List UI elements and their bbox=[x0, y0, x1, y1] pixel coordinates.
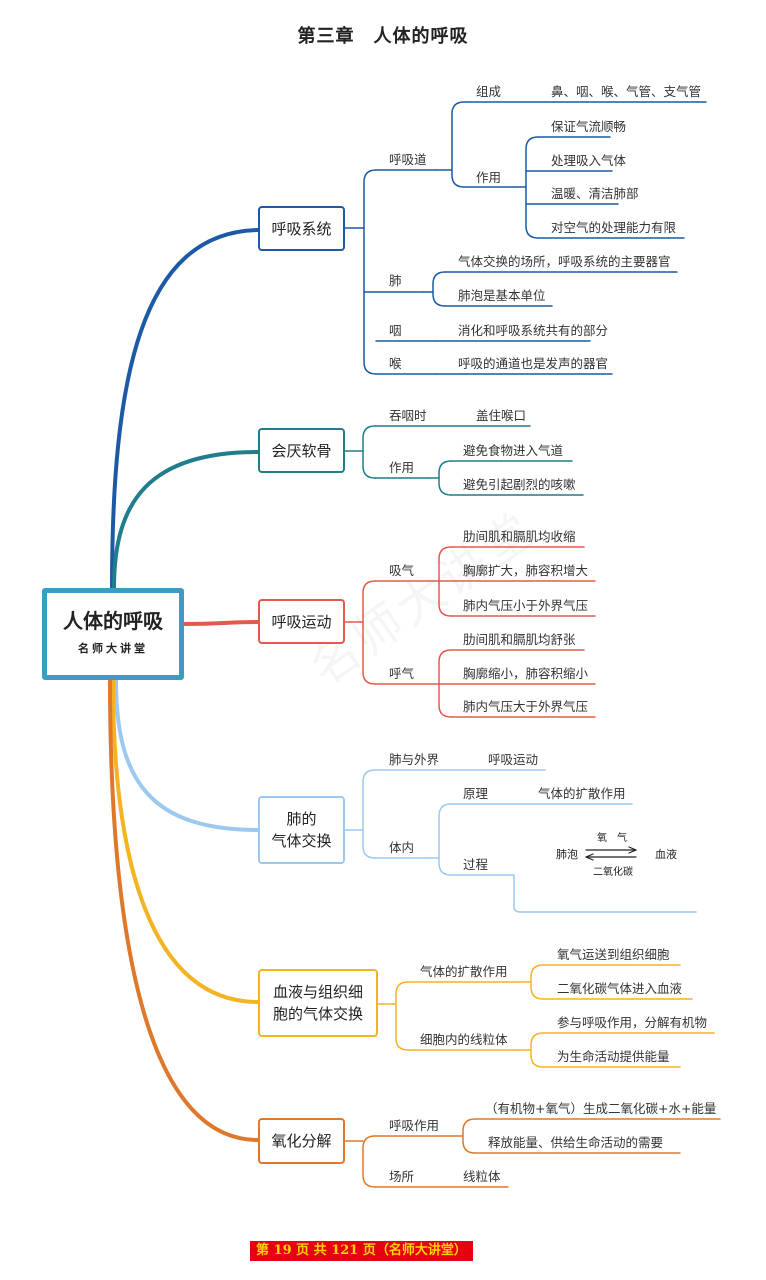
branch-curve-oxidation bbox=[108, 678, 260, 1142]
label-airway: 呼吸道 bbox=[389, 152, 427, 167]
node-oxidation: 氧化分解 bbox=[258, 1118, 345, 1164]
text-lung-1: 气体交换的场所，呼吸系统的主要器官 bbox=[458, 254, 671, 269]
text-inhale-3: 肺内气压小于外界气压 bbox=[463, 598, 589, 613]
label-pharynx: 咽 bbox=[389, 323, 402, 338]
label-inhale: 吸气 bbox=[389, 563, 415, 578]
node-lung-gas-exchange-line2: 气体交换 bbox=[271, 832, 332, 850]
label-lung: 肺 bbox=[389, 273, 402, 288]
branch-curve-blood-tissue-exchange bbox=[111, 678, 260, 1004]
label-principle: 原理 bbox=[463, 786, 489, 801]
text-exhale-1: 肋间肌和膈肌均舒张 bbox=[463, 632, 576, 647]
node-respiratory-system-label: 呼吸系统 bbox=[271, 219, 332, 238]
label-internal: 体内 bbox=[389, 840, 415, 855]
central-topic: 人体的呼吸 名师大讲堂 bbox=[42, 588, 184, 680]
node-epiglottis: 会厌软骨 bbox=[258, 428, 345, 473]
label-location: 场所 bbox=[389, 1169, 415, 1184]
text-location: 线粒体 bbox=[463, 1169, 501, 1184]
label-lung-external: 肺与外界 bbox=[389, 752, 440, 767]
text-airway-function-4: 对空气的处理能力有限 bbox=[551, 220, 677, 235]
text-lung-external: 呼吸运动 bbox=[488, 752, 539, 767]
label-process: 过程 bbox=[463, 857, 489, 872]
branch-curve-epiglottis bbox=[112, 450, 260, 590]
node-lung-gas-exchange: 肺的 气体交换 bbox=[258, 796, 345, 864]
text-swallow: 盖住喉口 bbox=[476, 408, 527, 423]
node-blood-tissue-exchange-line1: 血液与组织细 bbox=[272, 983, 363, 1001]
node-blood-tissue-exchange: 血液与组织细 胞的气体交换 bbox=[258, 969, 378, 1037]
node-epiglottis-label: 会厌软骨 bbox=[271, 441, 332, 460]
label-respiration: 呼吸作用 bbox=[389, 1118, 440, 1133]
text-lung-2: 肺泡是基本单位 bbox=[458, 288, 546, 303]
node-respiratory-system: 呼吸系统 bbox=[258, 206, 345, 251]
text-inhale-2: 胸廓扩大，肺容积增大 bbox=[463, 563, 589, 578]
node-breathing-movement: 呼吸运动 bbox=[258, 599, 345, 644]
text-principle: 气体的扩散作用 bbox=[538, 786, 626, 801]
branch-curve-lung-gas-exchange bbox=[114, 678, 260, 832]
label-epiglottis-function: 作用 bbox=[389, 460, 415, 475]
page-footer: 第 19 页 共 121 页（名师大讲堂） bbox=[250, 1241, 473, 1261]
figure-co2-label: 二氧化碳 bbox=[593, 867, 633, 878]
text-epiglottis-function-1: 避免食物进入气道 bbox=[463, 443, 564, 458]
text-airway-function-2: 处理吸入气体 bbox=[551, 153, 627, 168]
text-airway-function-1: 保证气流顺畅 bbox=[551, 119, 627, 134]
label-swallow: 吞咽时 bbox=[389, 408, 427, 423]
text-exhale-3: 肺内气压大于外界气压 bbox=[463, 699, 589, 714]
node-breathing-movement-label: 呼吸运动 bbox=[271, 612, 332, 631]
text-diffusion-1: 氧气运送到组织细胞 bbox=[557, 947, 670, 962]
text-pharynx: 消化和呼吸系统共有的部分 bbox=[458, 323, 609, 338]
node-lung-gas-exchange-line1: 肺的 bbox=[286, 810, 317, 828]
node-oxidation-label: 氧化分解 bbox=[271, 1132, 332, 1150]
label-mitochondria: 细胞内的线粒体 bbox=[420, 1032, 508, 1047]
text-airway-composition: 鼻、咽、喉、气管、支气管 bbox=[551, 84, 702, 99]
figure-oxygen-label: 氧 气 bbox=[597, 833, 627, 844]
node-blood-tissue-exchange-line2: 胞的气体交换 bbox=[272, 1005, 363, 1023]
label-larynx: 喉 bbox=[389, 356, 402, 371]
label-diffusion: 气体的扩散作用 bbox=[420, 964, 508, 979]
text-respiration-1: （有机物+氧气）生成二氧化碳+水+能量 bbox=[485, 1101, 717, 1116]
text-larynx: 呼吸的通道也是发声的器官 bbox=[458, 356, 609, 371]
label-airway-composition: 组成 bbox=[476, 84, 502, 99]
label-exhale: 呼气 bbox=[389, 666, 415, 681]
text-mitochondria-2: 为生命活动提供能量 bbox=[557, 1049, 670, 1064]
central-topic-title: 人体的呼吸 bbox=[63, 609, 163, 633]
text-mitochondria-1: 参与呼吸作用，分解有机物 bbox=[557, 1015, 708, 1030]
page-title: 第三章 人体的呼吸 bbox=[297, 26, 469, 47]
text-inhale-1: 肋间肌和膈肌均收缩 bbox=[463, 529, 576, 544]
branch-curve-breathing-movement bbox=[182, 620, 260, 626]
text-airway-function-3: 温暖、清洁肺部 bbox=[551, 186, 639, 201]
figure-alveoli-label: 肺泡 bbox=[556, 848, 578, 861]
branch-curve-respiratory-system bbox=[110, 228, 260, 590]
text-respiration-2: 释放能量、供给生命活动的需要 bbox=[488, 1135, 664, 1150]
text-diffusion-2: 二氧化碳气体进入血液 bbox=[557, 981, 683, 996]
central-topic-subtitle: 名师大讲堂 bbox=[78, 642, 148, 655]
label-airway-function: 作用 bbox=[476, 170, 502, 185]
figure-blood-label: 血液 bbox=[655, 848, 677, 861]
text-epiglottis-function-2: 避免引起剧烈的咳嗽 bbox=[463, 477, 576, 492]
text-exhale-2: 胸廓缩小，肺容积缩小 bbox=[463, 666, 589, 681]
